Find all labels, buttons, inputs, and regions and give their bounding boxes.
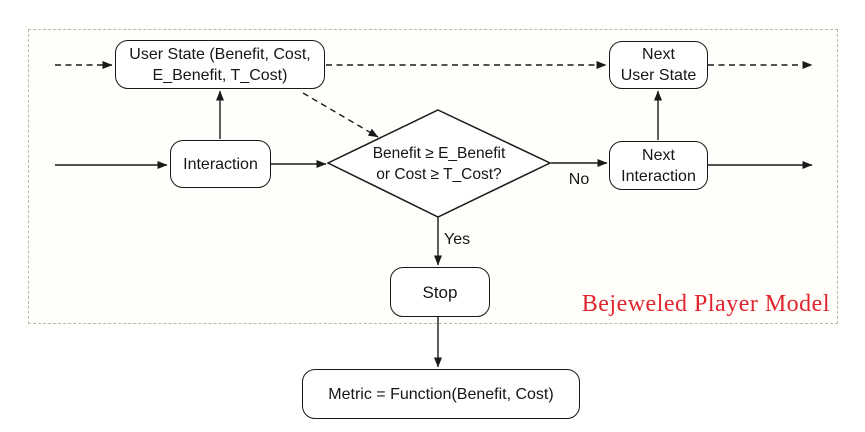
node-metric-label: Metric = Function(Benefit, Cost) [328,385,554,403]
node-interaction-label: Interaction [183,155,258,173]
node-user-state: User State (Benefit, Cost, E_Benefit, T_… [115,40,325,89]
node-next-interaction: Next Interaction [609,141,708,190]
node-interaction: Interaction [170,140,271,188]
node-next-user-state-line2: User State [620,67,697,84]
node-next-interaction-line2: Interaction [621,167,696,185]
edge-label-yes: Yes [444,231,471,248]
node-next-user-state-line1: Next [642,46,675,63]
node-user-state-line2: E_Benefit, T_Cost) [152,66,288,84]
node-stop-label: Stop [422,282,458,302]
diagram-caption: Bejeweled Player Model [581,291,830,317]
node-next-user-state: Next User State [609,41,708,89]
node-stop: Stop [390,267,490,317]
node-user-state-line1: User State (Benefit, Cost, [129,45,311,63]
decision-line2: or Cost ≥ T_Cost? [376,166,502,183]
edge-label-no: No [568,171,590,188]
edge-user-state-to-decision-dashed [302,92,379,138]
node-next-interaction-line1: Next [642,146,675,164]
node-metric: Metric = Function(Benefit, Cost) [302,369,580,419]
decision-question: Benefit ≥ E_Benefit or Cost ≥ T_Cost? [339,142,539,186]
decision-line1: Benefit ≥ E_Benefit [372,145,506,162]
